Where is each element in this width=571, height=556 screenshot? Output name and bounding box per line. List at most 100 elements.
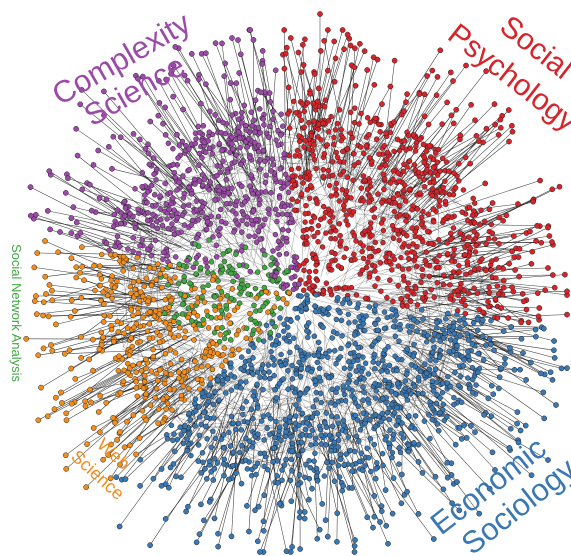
edge xyxy=(139,403,198,439)
node xyxy=(337,456,344,462)
node xyxy=(251,302,257,309)
node xyxy=(476,510,483,517)
edge xyxy=(130,223,242,236)
node xyxy=(383,399,389,406)
edge xyxy=(147,323,150,347)
node xyxy=(496,214,503,221)
node xyxy=(366,304,373,310)
node xyxy=(220,432,227,438)
node xyxy=(519,291,526,297)
node xyxy=(408,424,414,431)
node xyxy=(387,180,394,186)
node xyxy=(326,432,333,439)
node xyxy=(279,477,285,484)
node xyxy=(393,312,400,319)
node xyxy=(172,274,178,281)
node xyxy=(176,179,182,186)
node xyxy=(360,320,367,327)
node xyxy=(191,176,198,183)
node xyxy=(249,221,256,228)
node xyxy=(437,47,444,54)
node xyxy=(215,278,221,284)
node xyxy=(136,361,142,367)
edge xyxy=(150,388,162,394)
node xyxy=(437,347,444,354)
node xyxy=(315,229,321,236)
node xyxy=(253,295,260,301)
edge xyxy=(277,350,317,360)
node xyxy=(301,108,308,115)
node xyxy=(252,97,259,104)
node xyxy=(372,268,378,274)
node xyxy=(192,408,199,414)
node xyxy=(289,440,296,447)
node xyxy=(117,461,123,468)
edge xyxy=(175,46,242,149)
edge xyxy=(395,386,490,489)
node xyxy=(332,127,339,133)
node xyxy=(292,426,299,432)
node xyxy=(317,11,323,17)
node xyxy=(382,487,389,493)
node xyxy=(345,311,352,318)
node xyxy=(90,425,97,431)
node xyxy=(430,337,436,343)
node xyxy=(454,343,460,349)
node xyxy=(497,124,504,131)
node xyxy=(328,113,334,120)
node xyxy=(239,442,245,449)
node xyxy=(444,474,451,481)
edge xyxy=(363,76,438,212)
node xyxy=(257,236,263,242)
node xyxy=(379,199,385,206)
node xyxy=(450,269,457,275)
node xyxy=(252,233,258,240)
node xyxy=(340,148,346,155)
node xyxy=(305,320,312,326)
node xyxy=(335,263,342,269)
edge xyxy=(274,319,282,425)
node xyxy=(163,201,169,207)
node xyxy=(120,268,126,274)
node xyxy=(300,357,306,363)
node xyxy=(155,406,162,412)
node xyxy=(442,198,449,205)
edge xyxy=(49,170,174,252)
node xyxy=(276,251,283,258)
node xyxy=(372,302,379,308)
node xyxy=(157,193,163,199)
node xyxy=(296,472,303,478)
node xyxy=(404,250,411,256)
node xyxy=(385,540,391,547)
edge xyxy=(345,57,374,198)
node xyxy=(130,412,137,418)
node xyxy=(329,159,336,165)
node xyxy=(228,413,235,420)
edge xyxy=(232,149,244,198)
edge xyxy=(290,37,316,135)
node xyxy=(281,462,288,468)
node xyxy=(281,151,287,157)
node xyxy=(40,312,46,319)
node xyxy=(235,420,242,427)
node xyxy=(98,297,104,304)
node xyxy=(535,313,542,320)
node xyxy=(419,266,426,273)
node xyxy=(229,286,236,292)
node xyxy=(355,403,362,410)
node xyxy=(244,503,250,509)
node xyxy=(299,410,306,417)
node xyxy=(281,321,287,327)
edge xyxy=(221,425,314,454)
node xyxy=(292,413,299,419)
edge xyxy=(197,423,272,467)
node xyxy=(218,436,225,442)
node xyxy=(308,133,315,139)
node xyxy=(347,350,354,357)
node xyxy=(98,341,105,348)
node xyxy=(130,312,136,319)
node xyxy=(320,173,327,180)
node xyxy=(204,436,210,442)
node xyxy=(564,311,570,318)
edge xyxy=(413,253,447,311)
